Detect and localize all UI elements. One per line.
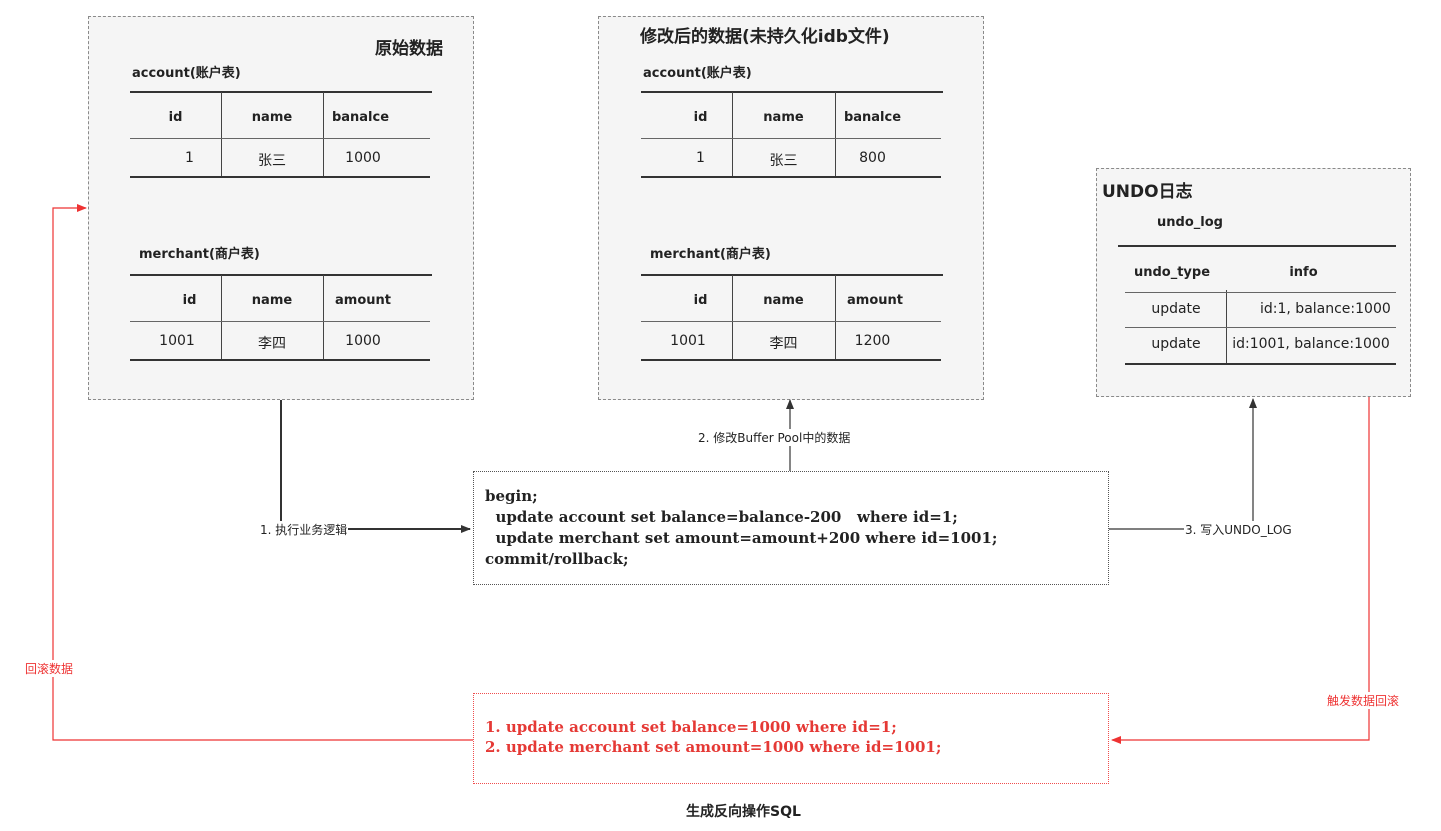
table-cell: 1001	[670, 333, 706, 349]
reverse-sql-line: 1. update account set balance=1000 where…	[485, 718, 897, 736]
table-cell: 1	[696, 150, 705, 166]
table-top-border	[641, 91, 943, 93]
table-top-border	[130, 91, 432, 93]
table-bottom-border	[130, 176, 430, 178]
table-cell: id:1, balance:1000	[1260, 301, 1391, 317]
rollback-data-arrow	[52, 204, 473, 741]
table-column-divider	[323, 92, 324, 178]
table-cell: 800	[859, 150, 886, 166]
table-cell: update	[1151, 301, 1201, 317]
original-data-title: 原始数据	[375, 39, 443, 59]
sql-line: begin;	[485, 487, 538, 505]
merchant-table-caption: merchant(商户表)	[139, 247, 260, 262]
table-bottom-border	[641, 176, 941, 178]
table-cell: id:1001, balance:1000	[1232, 336, 1390, 352]
table-column-divider	[221, 275, 222, 361]
table-header-id: id	[693, 293, 708, 308]
trigger-rollback-label: 触发数据回滚	[1326, 692, 1401, 709]
undo-log-panel	[1096, 168, 1411, 397]
table-header-balance: banalce	[331, 110, 390, 125]
table-header-name: name	[763, 293, 804, 308]
table-cell: 张三	[258, 153, 286, 169]
table-cell: 1200	[854, 333, 891, 349]
table-header-id: id	[182, 293, 197, 308]
table-header-id: id	[693, 110, 708, 125]
reverse-sql-box: 1. update account set balance=1000 where…	[473, 693, 1109, 784]
table-top-border	[130, 274, 432, 276]
table-header-balance: banalce	[843, 110, 902, 125]
modified-data-panel	[598, 16, 984, 400]
table-top-border	[641, 274, 943, 276]
merchant-table-caption: merchant(商户表)	[650, 247, 771, 262]
transaction-sql-box: begin; update account set balance=balanc…	[473, 471, 1109, 585]
step1-label: 1. 执行业务逻辑	[259, 521, 349, 538]
table-column-divider	[323, 275, 324, 361]
rollback-data-label: 回滚数据	[24, 660, 75, 677]
step3-label: 3. 写入UNDO_LOG	[1184, 521, 1293, 538]
sql-line: update account set balance=balance-200 w…	[485, 508, 958, 526]
reverse-sql-caption: 生成反向操作SQL	[686, 804, 801, 820]
trigger-rollback-arrow	[1111, 397, 1370, 744]
table-cell: 李四	[769, 336, 798, 352]
table-header-name: name	[251, 110, 293, 125]
table-header-divider	[130, 321, 430, 322]
table-cell: 李四	[258, 336, 286, 352]
table-cell: 1000	[345, 333, 381, 349]
write-undo-log-arrow	[1109, 398, 1257, 530]
table-bottom-border	[1125, 363, 1396, 365]
table-cell: 1001	[159, 333, 195, 349]
table-header-divider	[641, 321, 941, 322]
table-column-divider	[221, 92, 222, 178]
table-cell: 1	[185, 150, 194, 166]
table-header-name: name	[251, 293, 293, 308]
account-table-caption: account(账户表)	[132, 66, 241, 81]
table-column-divider	[835, 92, 836, 178]
step2-label: 2. 修改Buffer Pool中的数据	[697, 429, 852, 446]
table-column-divider	[1226, 290, 1227, 363]
table-header-info: info	[1289, 265, 1318, 280]
table-bottom-border	[130, 359, 430, 361]
table-header-amount: amount	[335, 293, 391, 308]
account-table-caption: account(账户表)	[643, 66, 752, 81]
undo-log-title: UNDO日志	[1102, 182, 1193, 202]
table-header-name: name	[763, 110, 804, 125]
table-cell: update	[1151, 336, 1201, 352]
table-header-divider	[130, 138, 430, 139]
undo-log-table-caption: undo_log	[1157, 215, 1223, 230]
reverse-sql-line: 2. update merchant set amount=1000 where…	[485, 738, 942, 756]
table-column-divider	[732, 92, 733, 178]
table-header-divider	[1125, 292, 1396, 293]
sql-line: update merchant set amount=amount+200 wh…	[485, 529, 998, 547]
table-header-id: id	[168, 110, 183, 125]
table-header-amount: amount	[847, 293, 903, 308]
original-data-panel	[88, 16, 474, 400]
table-bottom-border	[641, 359, 941, 361]
modified-data-title: 修改后的数据(未持久化idb文件)	[640, 27, 890, 47]
table-column-divider	[835, 275, 836, 361]
table-header-divider	[641, 138, 941, 139]
table-header-undo-type: undo_type	[1133, 265, 1211, 280]
table-cell: 张三	[769, 153, 798, 169]
sql-line: commit/rollback;	[485, 550, 629, 568]
execute-business-arrow	[280, 400, 471, 533]
table-row-divider	[1125, 327, 1396, 328]
table-column-divider	[732, 275, 733, 361]
table-top-border	[1118, 245, 1396, 247]
table-cell: 1000	[345, 150, 381, 166]
